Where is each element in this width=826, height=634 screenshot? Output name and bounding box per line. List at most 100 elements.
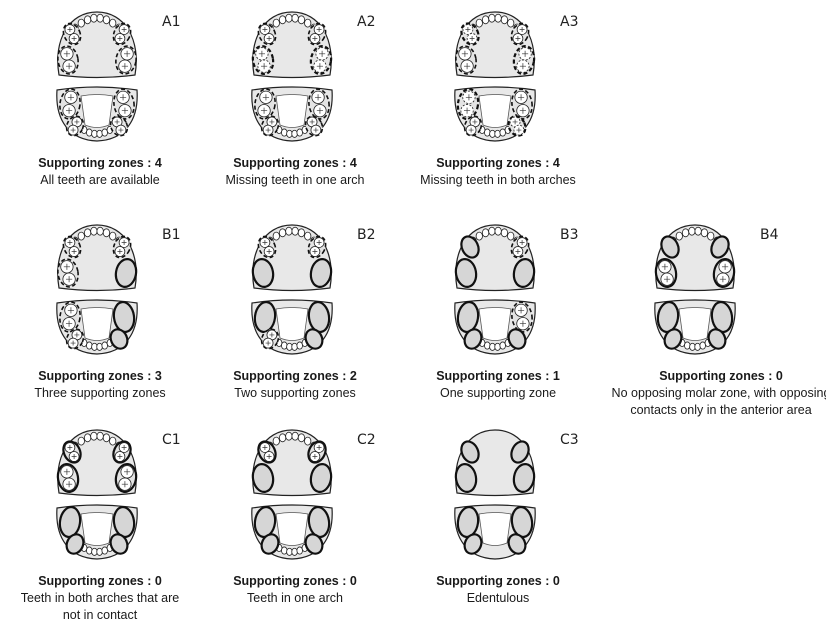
upper-zone-4: [712, 258, 736, 288]
upper-zone-2: [251, 258, 275, 288]
upper-zone-4: [114, 463, 138, 493]
upper-zone-3: [307, 235, 327, 259]
upper-zone-4: [512, 463, 536, 493]
panel-code-label: A3: [560, 14, 579, 30]
lower-zone-4: [507, 328, 527, 350]
panel-code-label: C3: [560, 432, 579, 448]
panel-code-label: A1: [162, 14, 181, 30]
upper-zone-3: [710, 235, 730, 259]
upper-zone-1: [460, 235, 480, 259]
lower-zone-1: [254, 88, 276, 120]
upper-zone-4: [115, 45, 137, 75]
upper-zone-2: [454, 463, 478, 493]
upper-zone-4: [309, 258, 333, 288]
panel-code-label: C1: [162, 432, 181, 448]
panel-caption: Supporting zones : 3 Three supporting zon…: [0, 368, 200, 402]
upper-zone-1: [460, 22, 480, 46]
lower-zone-1: [456, 505, 480, 539]
panel-caption: Supporting zones : 4 Missing teeth in one…: [195, 155, 395, 189]
lower-zone-4: [304, 115, 324, 137]
lower-zone-4: [304, 328, 324, 350]
lower-zone-2: [463, 533, 483, 555]
supporting-zones-label: Supporting zones : 4: [233, 156, 357, 170]
description-text: Three supporting zones: [34, 386, 166, 400]
panel-code-label: B3: [560, 227, 579, 243]
upper-zone-1: [660, 235, 680, 259]
description-text: Teeth in one arch: [247, 591, 343, 605]
panel-code-label: B1: [162, 227, 181, 243]
dental-arch-diagram: [251, 11, 333, 142]
lower-zone-3: [307, 300, 331, 334]
upper-zone-1: [62, 22, 82, 46]
upper-zone-3: [112, 440, 132, 464]
lower-zone-4: [507, 115, 527, 137]
panel-code-label: B4: [760, 227, 779, 243]
supporting-zones-label: Supporting zones : 3: [38, 369, 162, 383]
upper-zone-2: [251, 45, 275, 75]
panel-code-label: A2: [357, 14, 376, 30]
upper-zone-4: [309, 45, 333, 75]
upper-zone-3: [307, 22, 327, 46]
dental-arch-diagram: [654, 224, 736, 355]
dental-arch-diagram: [454, 429, 536, 560]
description-text: Edentulous: [466, 591, 530, 605]
description-text: Missing teeth in one arch: [225, 173, 365, 187]
lower-zone-1: [253, 300, 277, 334]
supporting-zones-label: Supporting zones : 0: [233, 574, 357, 588]
description-text-line-2: not in contact: [62, 608, 138, 622]
lower-zone-3: [112, 505, 136, 539]
description-text: Teeth in both arches that are: [20, 591, 180, 605]
panel-code-label: B2: [357, 227, 376, 243]
panel-caption: Supporting zones : 1 One supporting zone: [398, 368, 598, 402]
upper-zone-4: [309, 463, 333, 493]
lower-zone-2: [65, 328, 85, 350]
lower-zone-3: [511, 301, 533, 333]
upper-zone-2: [57, 45, 79, 75]
upper-zone-2: [56, 463, 80, 493]
dental-arch-diagram: [56, 429, 138, 560]
lower-zone-4: [707, 328, 727, 350]
description-text: Two supporting zones: [234, 386, 356, 400]
upper-zone-4: [512, 258, 536, 288]
description-text: One supporting zone: [439, 386, 557, 400]
lower-zone-4: [507, 533, 527, 555]
lower-zone-1: [456, 87, 480, 121]
upper-zone-3: [112, 235, 132, 259]
dental-arch-diagram: [56, 224, 138, 355]
upper-zone-4: [512, 45, 536, 75]
upper-zone-1: [257, 440, 277, 464]
upper-zone-1: [257, 22, 277, 46]
lower-zone-2: [260, 115, 280, 137]
lower-zone-1: [59, 88, 81, 120]
supporting-zones-label: Supporting zones : 0: [659, 369, 783, 383]
upper-zone-2: [57, 258, 79, 288]
panel-caption: Supporting zones : 0 Teeth in one arch: [195, 573, 395, 607]
lower-zone-2: [260, 328, 280, 350]
lower-zone-3: [510, 505, 534, 539]
lower-zone-3: [113, 88, 135, 120]
lower-zone-2: [65, 533, 85, 555]
upper-zone-1: [257, 235, 277, 259]
anterior-teeth: [669, 226, 721, 351]
supporting-zones-label: Supporting zones : 1: [436, 369, 560, 383]
dental-arch-diagram: [56, 11, 138, 142]
dental-arch-diagram: [251, 224, 333, 355]
lower-zone-1: [58, 505, 82, 539]
lower-zone-2: [65, 115, 85, 137]
upper-zone-3: [510, 22, 530, 46]
lower-zone-3: [511, 88, 533, 120]
description-text: Missing teeth in both arches: [420, 173, 576, 187]
upper-zone-3: [112, 22, 132, 46]
lower-zone-2: [463, 115, 483, 137]
upper-zone-3: [307, 440, 327, 464]
